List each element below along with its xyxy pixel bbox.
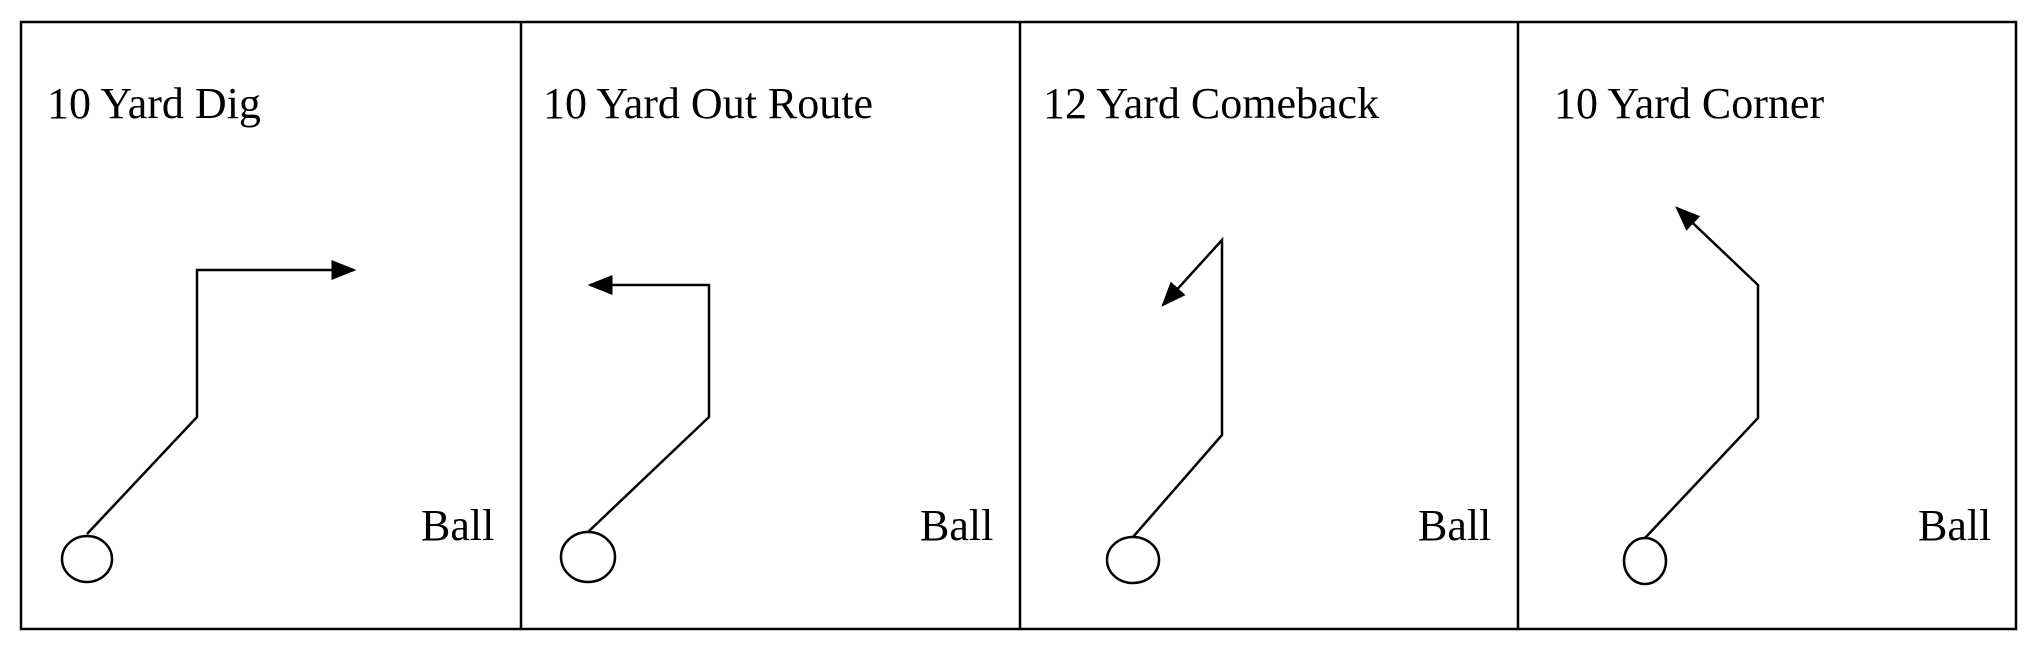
player-circle-icon (559, 530, 617, 584)
route-path-comeback (1132, 236, 1224, 538)
route-path-dig (86, 260, 357, 535)
panel-comeback: 12 Yard Comeback Ball (1043, 79, 1491, 585)
panel-title: 10 Yard Out Route (543, 79, 873, 128)
panel-corner: 10 Yard Corner Ball (1554, 79, 1991, 586)
panel-title: 12 Yard Comeback (1043, 79, 1379, 128)
player-circle-icon (60, 534, 114, 584)
route-path-corner (1644, 206, 1760, 539)
player-circle-icon (1105, 535, 1161, 585)
ball-label: Ball (421, 501, 494, 550)
panel-out-route: 10 Yard Out Route Ball (543, 79, 993, 584)
route-path-out (587, 275, 711, 533)
ball-label: Ball (920, 501, 993, 550)
diagram-frame (19, 20, 2018, 631)
panel-dig: 10 Yard Dig Ball (47, 79, 494, 584)
ball-label: Ball (1418, 501, 1491, 550)
panel-title: 10 Yard Dig (47, 79, 261, 128)
ball-label: Ball (1918, 501, 1991, 550)
panel-title: 10 Yard Corner (1554, 79, 1824, 128)
player-circle-icon (1622, 536, 1668, 586)
